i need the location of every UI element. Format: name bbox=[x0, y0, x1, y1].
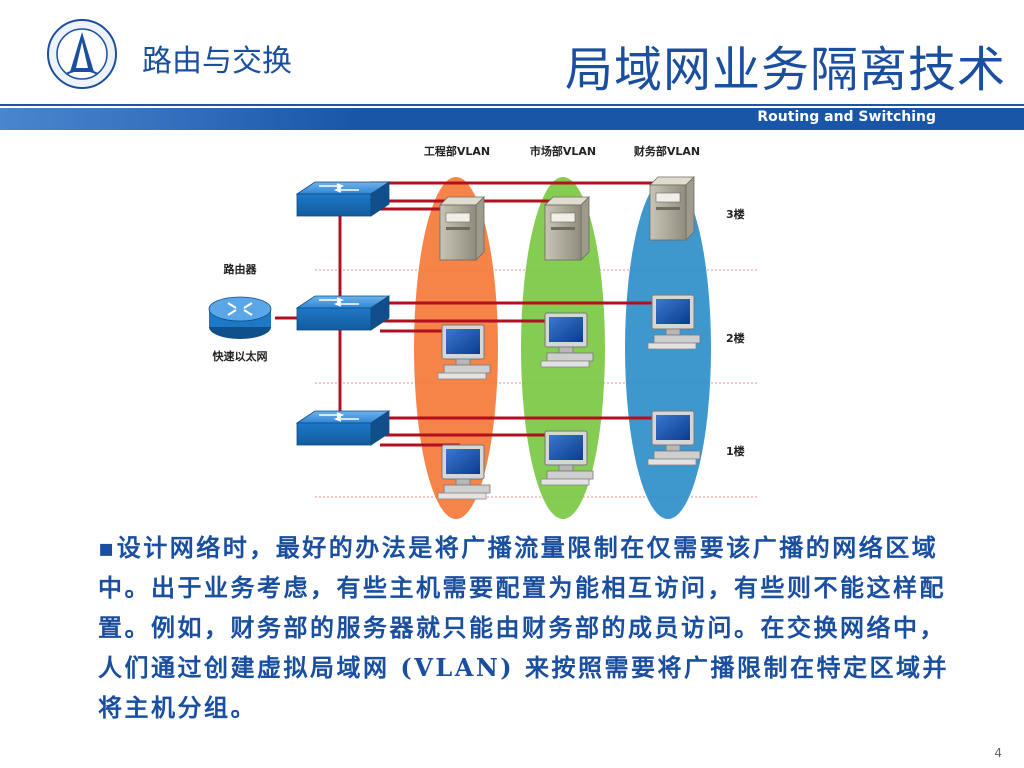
server-finance bbox=[649, 176, 695, 241]
school-logo bbox=[46, 18, 118, 90]
floor-label-3f: 3楼 bbox=[726, 207, 745, 221]
server-engineering bbox=[439, 196, 485, 261]
floor-label-2f: 2楼 bbox=[726, 331, 745, 345]
bullet-marker: ▪ bbox=[98, 533, 117, 562]
pc-marketing-2f bbox=[540, 312, 594, 368]
body-paragraph: ▪设计网络时，最好的办法是将广播流量限制在仅需要该广播的网络区域中。出于业务考虑… bbox=[98, 528, 964, 728]
pc-marketing-1f bbox=[540, 430, 594, 486]
pc-finance-1f bbox=[647, 410, 701, 466]
slide-title: 局域网业务隔离技术 bbox=[564, 42, 1006, 98]
course-title: 路由与交换 bbox=[142, 44, 292, 79]
header-rule bbox=[0, 104, 1024, 106]
page-number: 4 bbox=[994, 746, 1002, 760]
server-marketing bbox=[544, 196, 590, 261]
vlan-label-finance: 财务部VLAN bbox=[633, 144, 700, 158]
vlan-diagram: 工程部VLAN 市场部VLAN 财务部VLAN 3楼 2楼 1楼 路由器 快速以… bbox=[180, 135, 780, 520]
paragraph-text: 设计网络时，最好的办法是将广播流量限制在仅需要该广播的网络区域中。出于业务考虑，… bbox=[98, 533, 949, 722]
floor-label-1f: 1楼 bbox=[726, 444, 745, 458]
pc-finance-2f bbox=[647, 294, 701, 350]
vlan-label-engineering: 工程部VLAN bbox=[424, 144, 490, 158]
header-subtitle: Routing and Switching bbox=[757, 109, 936, 125]
header-band bbox=[0, 108, 1024, 130]
pc-engineering-2f bbox=[437, 324, 491, 380]
vlan-label-marketing: 市场部VLAN bbox=[530, 144, 596, 158]
router-label: 路由器 bbox=[224, 262, 258, 276]
pc-engineering-1f bbox=[437, 444, 491, 500]
router-icon bbox=[208, 296, 272, 339]
switch-2f bbox=[296, 295, 390, 331]
switch-3f bbox=[296, 181, 390, 217]
router-caption: 快速以太网 bbox=[212, 349, 268, 363]
switch-1f bbox=[296, 410, 390, 446]
